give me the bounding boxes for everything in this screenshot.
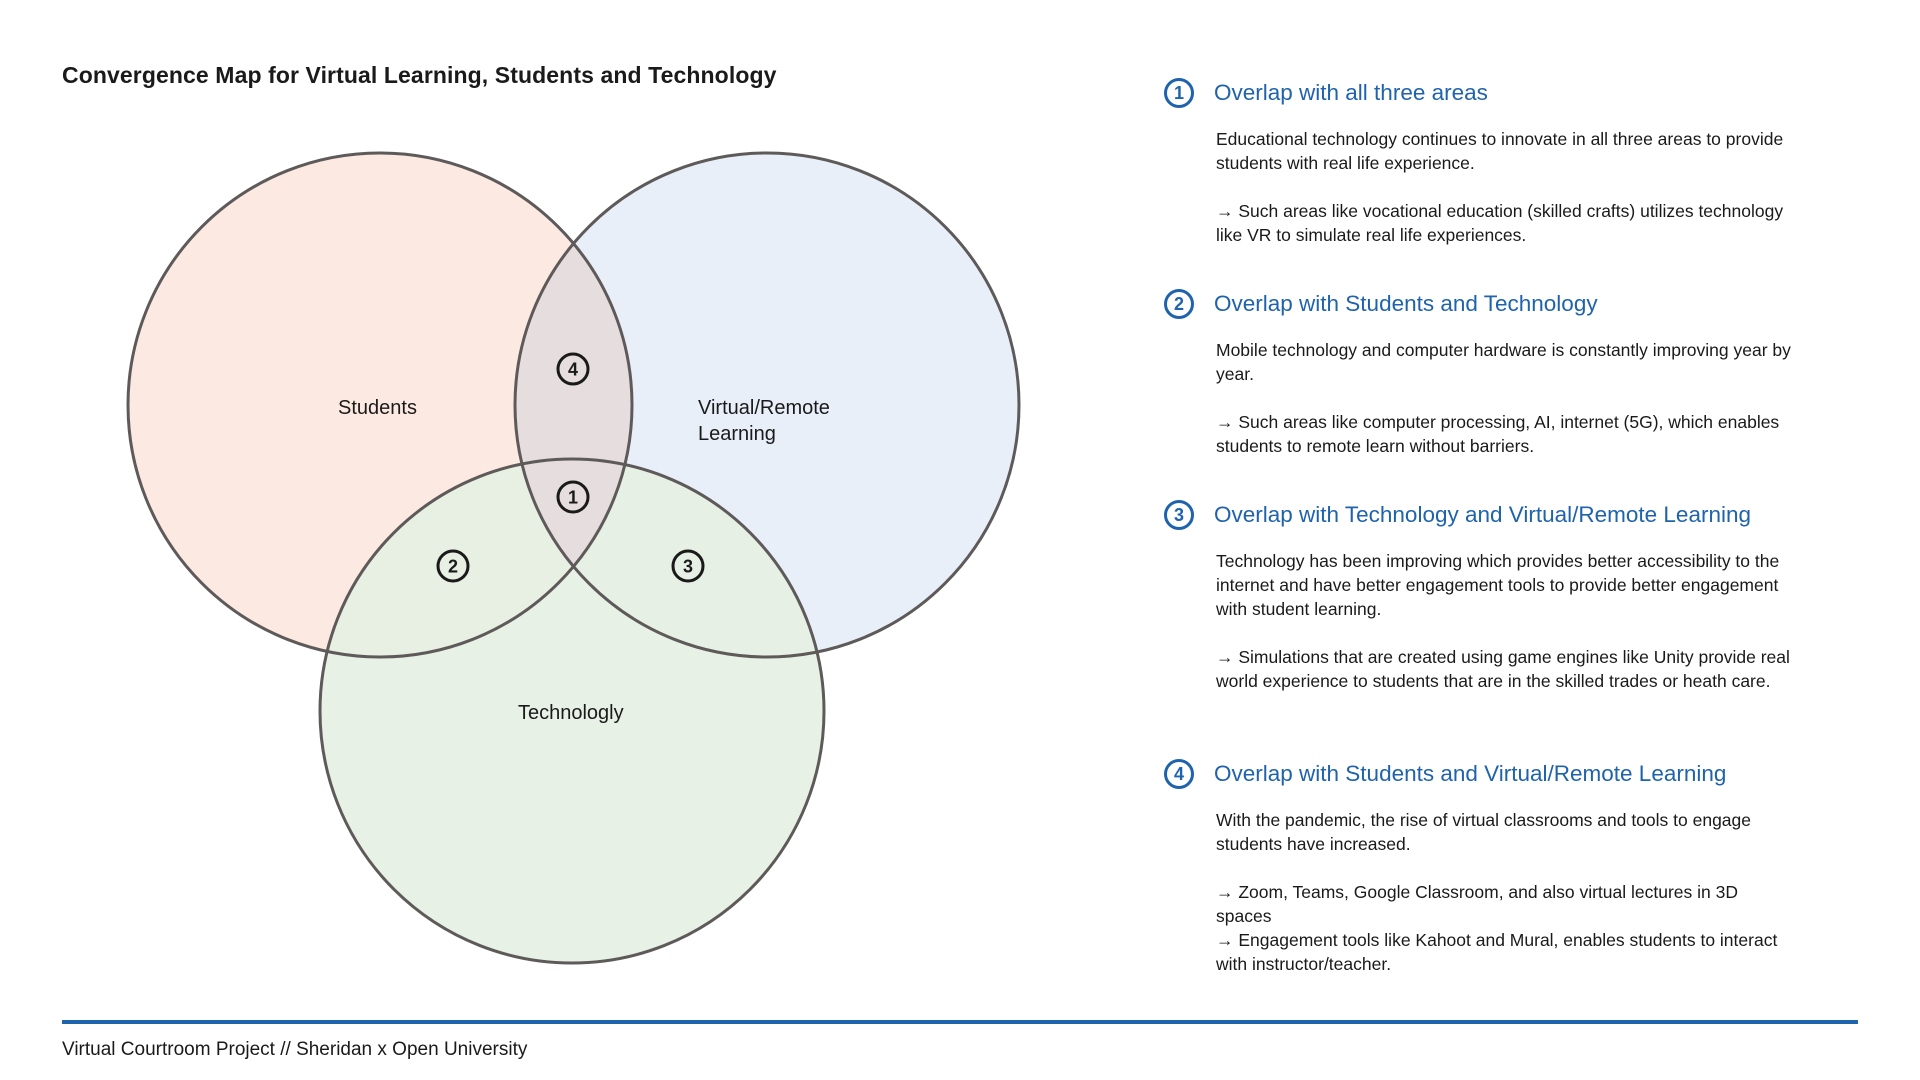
overlap-region-students-virtual <box>514 243 633 567</box>
number-badge: 1 <box>1164 78 1194 108</box>
marker-2: 2 <box>436 549 470 583</box>
venn-outlines <box>126 151 1021 965</box>
venn-fills <box>128 153 1019 963</box>
section-overlap-technology-virtual: 3 Overlap with Technology and Virtual/Re… <box>1164 498 1804 757</box>
section-paragraph: → Such areas like vocational education (… <box>1216 201 1784 245</box>
venn-overlaps <box>514 243 633 567</box>
section-body: Mobile technology and computer hardware … <box>1216 338 1796 458</box>
technology-circle <box>318 457 826 965</box>
section-header: 4 Overlap with Students and Virtual/Remo… <box>1164 757 1804 791</box>
venn-diagram: Students Virtual/Remote Learning Technol… <box>126 151 1021 965</box>
section-paragraph: → Such areas like computer processing, A… <box>1216 412 1780 456</box>
students-circle <box>126 151 634 659</box>
technology-label: Technologly <box>518 702 624 724</box>
students-label: Students <box>338 397 417 419</box>
marker-1-ring <box>556 480 590 514</box>
footer-divider <box>62 1020 1858 1024</box>
section-title: Overlap with all three areas <box>1214 80 1488 105</box>
section-paragraph: Mobile technology and computer hardware … <box>1216 340 1791 384</box>
technology-circle-fill <box>320 459 824 963</box>
marker-1: 1 <box>556 480 590 514</box>
section-header: 2 Overlap with Students and Technology <box>1164 287 1804 321</box>
section-body: Educational technology continues to inno… <box>1216 127 1796 247</box>
marker-3-label: 3 <box>683 557 693 577</box>
marker-2-ring <box>436 549 470 583</box>
page-title: Convergence Map for Virtual Learning, St… <box>62 62 777 88</box>
marker-1-label: 1 <box>568 488 578 508</box>
section-overlap-all: 1 Overlap with all three areas Education… <box>1164 76 1804 287</box>
section-paragraph: With the pandemic, the rise of virtual c… <box>1216 810 1751 854</box>
marker-3: 3 <box>671 549 705 583</box>
section-body: Technology has been improving which prov… <box>1216 549 1796 693</box>
section-body: With the pandemic, the rise of virtual c… <box>1216 808 1796 976</box>
marker-4-label: 4 <box>568 360 578 380</box>
section-paragraph: → Engagement tools like Kahoot and Mural… <box>1216 930 1778 974</box>
section-title: Overlap with Technology and Virtual/Remo… <box>1214 502 1751 527</box>
virtual-circle <box>513 151 1021 659</box>
section-overlap-students-virtual: 4 Overlap with Students and Virtual/Remo… <box>1164 757 1804 976</box>
section-paragraph: → Zoom, Teams, Google Classroom, and als… <box>1216 882 1738 926</box>
number-badge: 2 <box>1164 289 1194 319</box>
section-paragraph: → Simulations that are created using gam… <box>1216 647 1790 691</box>
number-badge: 4 <box>1164 759 1194 789</box>
number-badge: 3 <box>1164 500 1194 530</box>
section-paragraph: Educational technology continues to inno… <box>1216 129 1784 173</box>
marker-2-label: 2 <box>448 557 458 577</box>
section-header: 3 Overlap with Technology and Virtual/Re… <box>1164 498 1804 532</box>
explanation-panel: 1 Overlap with all three areas Education… <box>1164 76 1804 976</box>
section-title: Overlap with Students and Technology <box>1214 291 1598 316</box>
section-paragraph: Technology has been improving which prov… <box>1216 551 1780 619</box>
section-header: 1 Overlap with all three areas <box>1164 76 1804 110</box>
virtual-label-line2: Learning <box>698 423 776 445</box>
marker-3-ring <box>671 549 705 583</box>
footer-text: Virtual Courtroom Project // Sheridan x … <box>62 1039 528 1060</box>
section-overlap-students-technology: 2 Overlap with Students and Technology M… <box>1164 287 1804 498</box>
virtual-label-line1: Virtual/Remote <box>698 397 830 419</box>
marker-4: 4 <box>556 352 590 386</box>
section-title: Overlap with Students and Virtual/Remote… <box>1214 761 1727 786</box>
marker-4-ring <box>556 352 590 386</box>
